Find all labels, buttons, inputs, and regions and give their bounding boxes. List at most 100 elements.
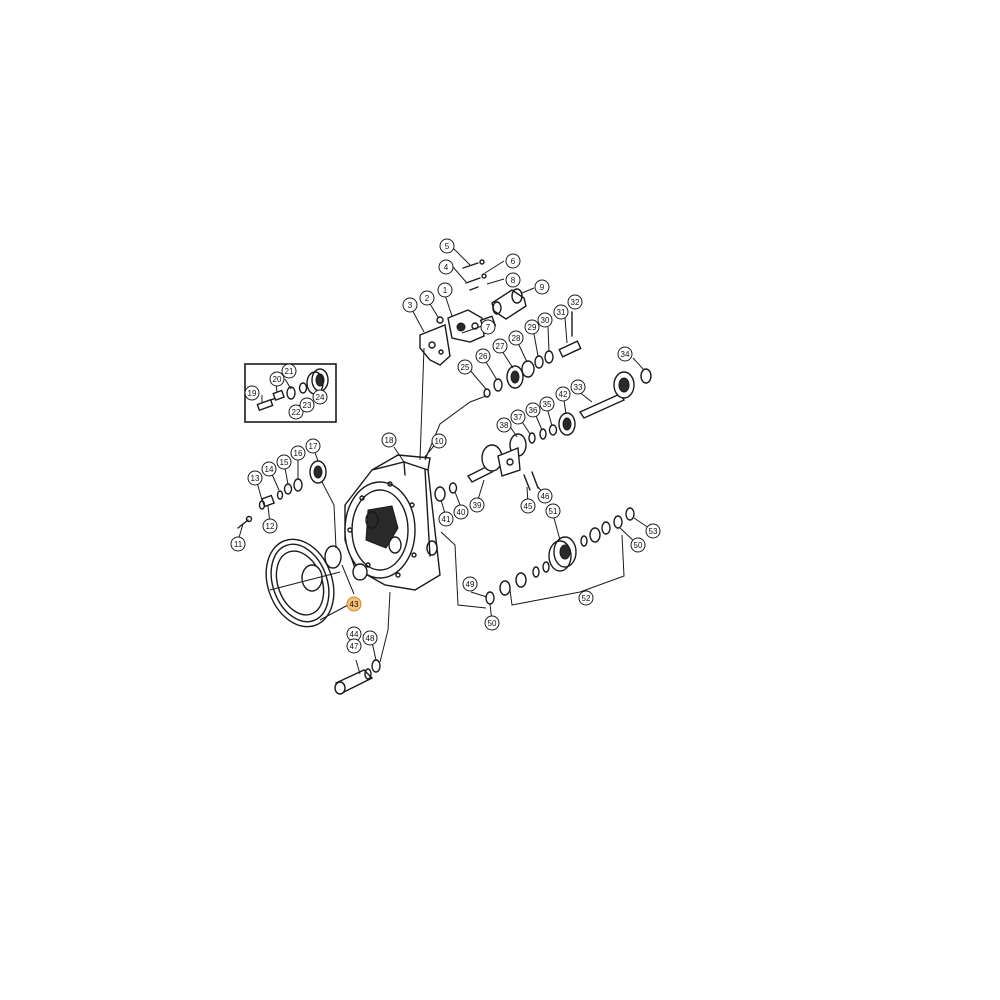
inset-washer-23 [298,382,308,394]
callout-number: 20 [273,375,282,384]
callout-6: 6 [505,253,521,269]
callout-bubble [438,259,454,275]
callout-7: 7 [480,319,496,335]
callout-15: 15 [276,454,292,470]
callout-bubble [469,497,485,513]
callout-25: 25 [457,359,473,375]
callout-number: 12 [266,522,275,531]
leader-43 [341,564,355,595]
callout-number: 48 [366,634,375,643]
callout-number: 50 [634,541,643,550]
callout-number: 13 [251,474,260,483]
callout-37: 37 [510,409,526,425]
callout-52: 52 [578,590,594,606]
callout-21: 21 [281,363,297,379]
callout-18: 18 [381,432,397,448]
callout-26: 26 [475,348,491,364]
callout-51: 51 [545,503,561,519]
callout-number: 3 [408,301,413,310]
inset-spring-20 [272,389,285,402]
leader-44 [319,604,349,621]
tube-line-housing [379,591,391,663]
middle-shaft-assembly [434,392,576,518]
callout-number: 25 [461,363,470,372]
callout-number: 41 [442,515,451,524]
callout-number: 24 [316,393,325,402]
callout-number: 53 [649,527,658,536]
callout-24: 24 [312,389,328,405]
callout-number: 2 [425,294,430,303]
callout-number: 22 [292,408,301,417]
callout-number: 10 [435,437,444,446]
washer-29 [534,355,544,369]
callout-number: 42 [559,390,568,399]
ring-36 [539,428,547,440]
ring-14 [276,490,284,500]
gear-27 [506,365,524,389]
callout-2: 2 [419,290,435,306]
callout-number: 47 [350,642,359,651]
ring-13 [258,500,266,510]
bolt-46 [531,471,539,489]
callout-number: 18 [385,436,394,445]
callout-number: 15 [280,458,289,467]
callout-bubble [269,371,285,387]
callout-bubble [508,330,524,346]
oring-25 [483,388,491,398]
bracket-52 [509,534,625,606]
gear-42 [558,412,576,436]
callout-number: 16 [294,449,303,458]
washer-16 [293,478,303,492]
callout-8: 8 [505,272,521,288]
callout-35: 35 [539,396,555,412]
callout-number: 31 [557,308,566,317]
shaft-39 [466,444,521,483]
callout-bubble [276,454,292,470]
callout-bubble [402,297,418,313]
callout-number: 21 [285,367,294,376]
callout-20: 20 [269,371,285,387]
callout-bubble [244,385,260,401]
seal-41 [434,486,446,502]
callout-bubble [484,615,500,631]
callout-number: 23 [303,401,312,410]
ring-30 [544,350,554,364]
callout-50: 50 [484,615,500,631]
washer-50a [485,591,495,605]
tube-line-3 [419,347,425,461]
callout-number: 43 [350,600,359,609]
callout-number: 11 [234,540,243,549]
callout-bubble [537,312,553,328]
callout-bubble [505,253,521,269]
callout-10: 10 [431,433,447,449]
tube-line-17 [321,481,337,549]
callout-31: 31 [553,304,569,320]
shaft-33 [578,371,635,419]
tube-line-49 [440,531,487,609]
callout-number: 34 [621,350,630,359]
callout-38: 38 [496,417,512,433]
callout-5: 5 [439,238,455,254]
callout-bubble [617,346,633,362]
callout-number: 37 [514,413,523,422]
callout-32: 32 [567,294,583,310]
washer-40 [448,482,458,494]
bracket-3 [419,324,451,366]
callout-43: 43 [346,596,362,612]
callout-number: 40 [457,508,466,517]
callout-bubble [346,596,362,612]
callout-bubble [288,404,304,420]
callout-13: 13 [247,470,263,486]
ring-35 [548,424,558,436]
bearing-28 [521,360,535,378]
callout-bubble [475,348,491,364]
pin-47 [334,668,374,695]
callout-bubble [290,445,306,461]
callout-3: 3 [402,297,418,313]
callout-39: 39 [469,497,485,513]
callout-number: 52 [582,594,591,603]
callout-bubble [496,417,512,433]
callout-bubble [262,518,278,534]
valve-body-1 [447,309,485,343]
callout-number: 44 [350,630,359,639]
